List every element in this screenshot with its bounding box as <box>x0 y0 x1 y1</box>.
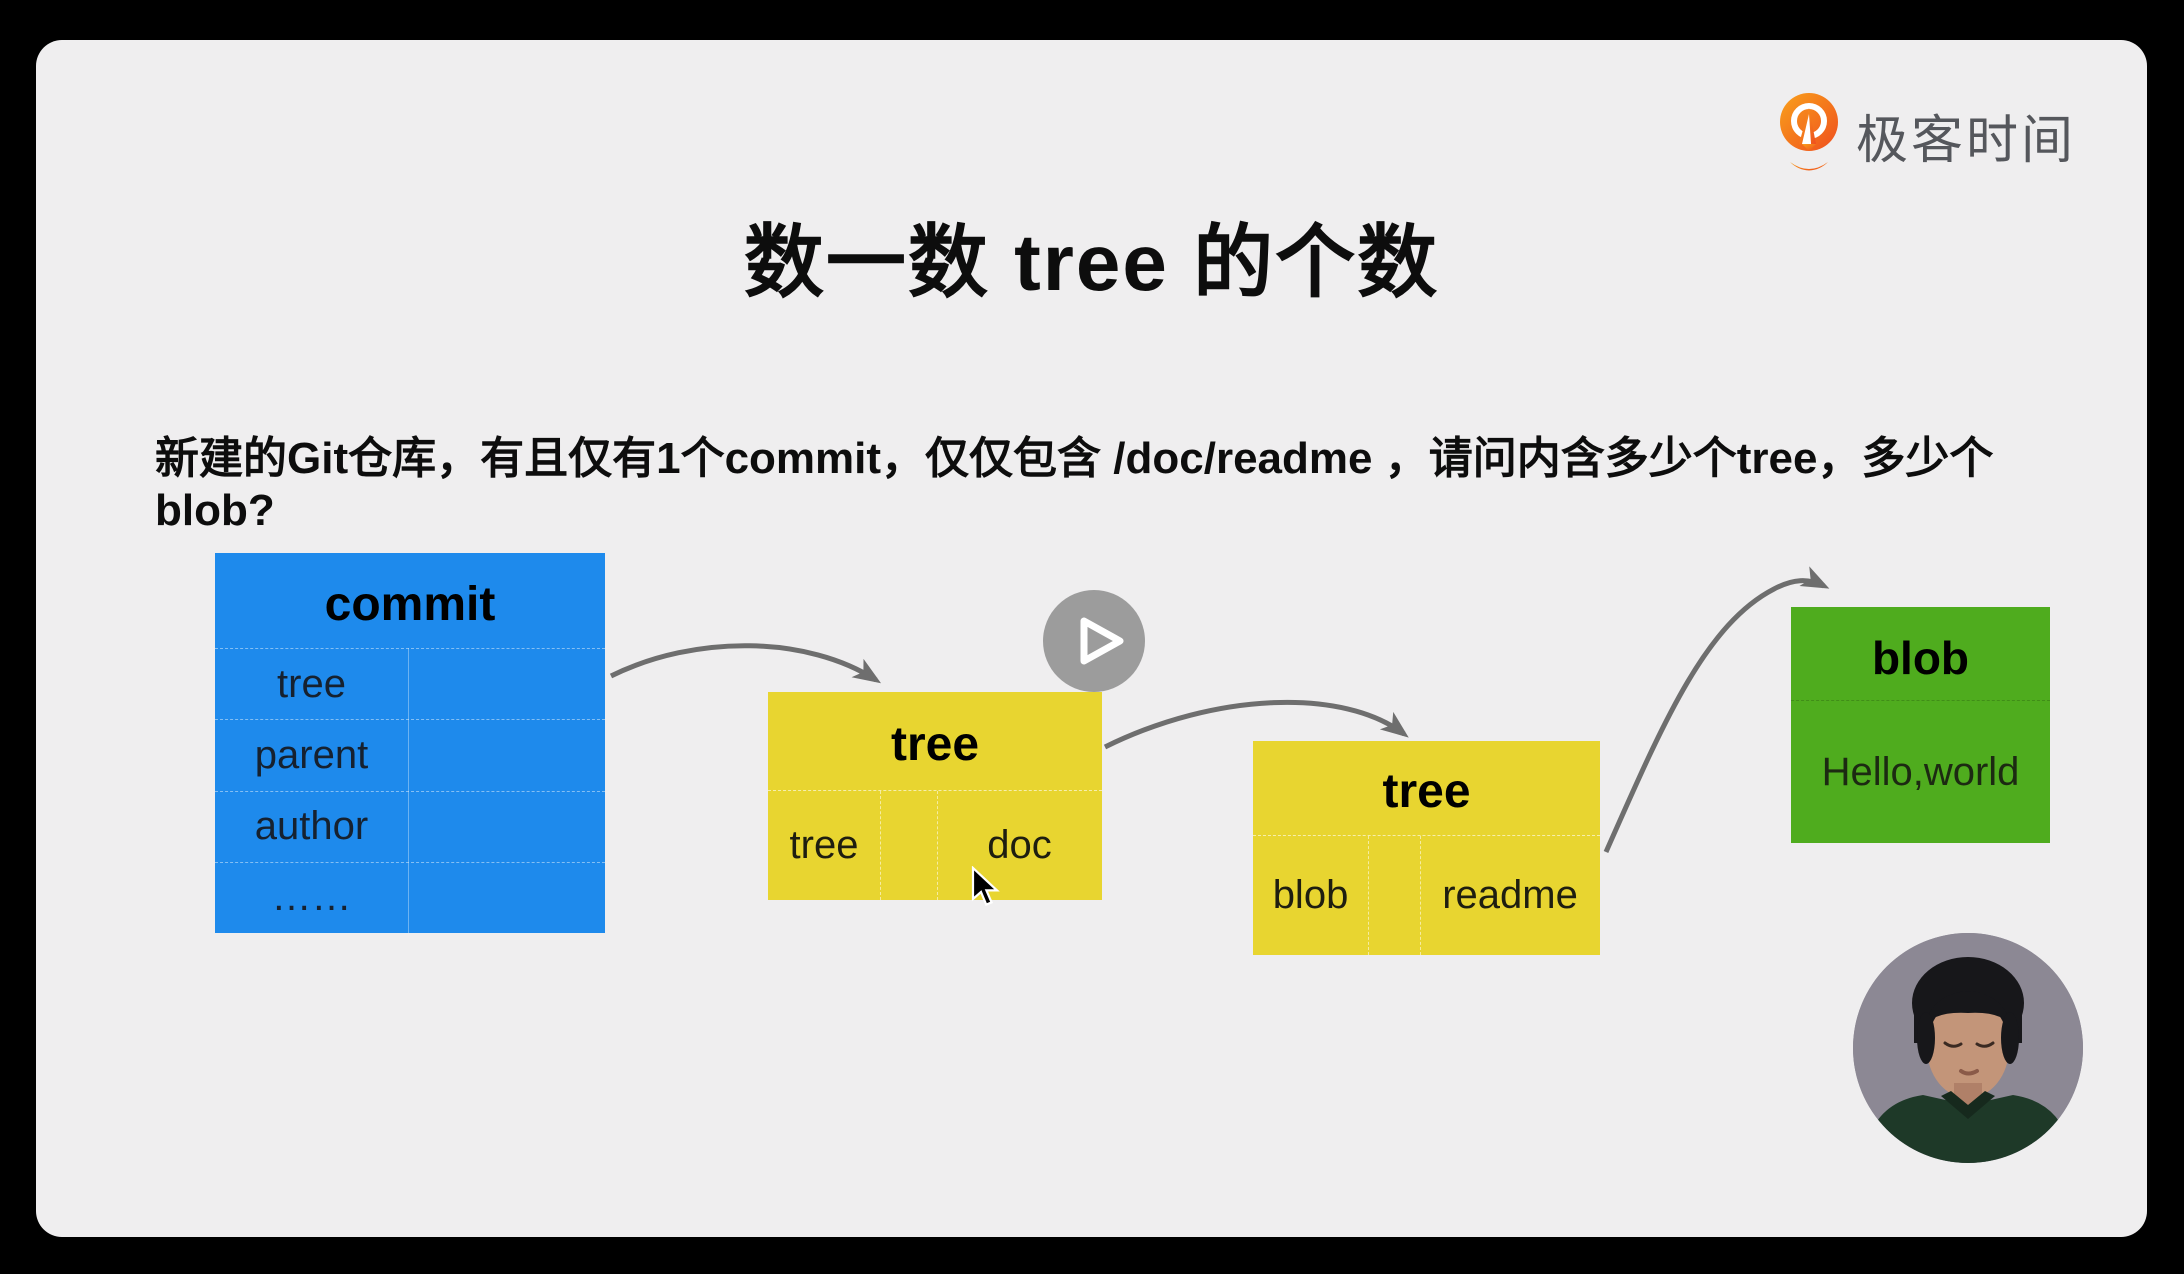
blob-box-content: Hello,world <box>1791 700 2050 843</box>
tree-box-root-title: tree <box>890 718 980 771</box>
divider <box>937 791 938 900</box>
tree-box-root: tree tree doc <box>768 692 1102 900</box>
geektime-logo-text: 极客时间 <box>1856 111 2077 170</box>
divider <box>880 791 881 900</box>
commit-row-author: author <box>215 790 605 862</box>
tree-box-doc-cells: blob readme <box>1253 835 1600 955</box>
tree-root-cell-name: doc <box>987 823 1052 867</box>
commit-box: commit tree parent author …… <box>215 553 605 933</box>
play-button[interactable] <box>1043 590 1145 692</box>
commit-row-tree: tree <box>215 648 605 719</box>
presenter-avatar <box>1853 933 2083 1163</box>
slide-title: 数一数 tree 的个数 <box>743 217 1440 307</box>
slide: 极客时间 数一数 tree 的个数 新建的Git仓库，有且仅有1个commit，… <box>36 40 2147 1237</box>
question-text: 新建的Git仓库，有且仅有1个commit，仅仅包含 /doc/readme ，… <box>155 434 1994 535</box>
play-icon <box>1080 617 1124 665</box>
divider <box>1368 836 1369 955</box>
tree-box-doc-title: tree <box>1382 765 1471 818</box>
commit-row-ellipsis: …… <box>215 861 605 933</box>
geektime-logo-icon <box>1780 93 1838 171</box>
tree-box-doc: tree blob readme <box>1253 741 1600 955</box>
commit-box-title: commit <box>324 578 496 631</box>
tree-root-cell-type: tree <box>789 823 859 867</box>
commit-box-rows: tree parent author …… <box>215 648 605 933</box>
mouse-cursor <box>971 866 1000 907</box>
commit-row-parent: parent <box>215 719 605 790</box>
tree-doc-cell-type: blob <box>1272 873 1349 917</box>
arrow-commit-to-tree1 <box>609 643 882 684</box>
tree-box-root-cells: tree doc <box>768 790 1102 900</box>
blob-box: blob Hello,world <box>1791 607 2050 843</box>
geektime-logo: 极客时间 <box>1778 92 2076 178</box>
tree-doc-cell-name: readme <box>1442 873 1578 917</box>
commit-box-column-divider <box>408 648 409 933</box>
blob-box-title: blob <box>1871 632 1970 684</box>
presenter-photo <box>1853 933 2083 1163</box>
divider <box>1420 836 1421 955</box>
